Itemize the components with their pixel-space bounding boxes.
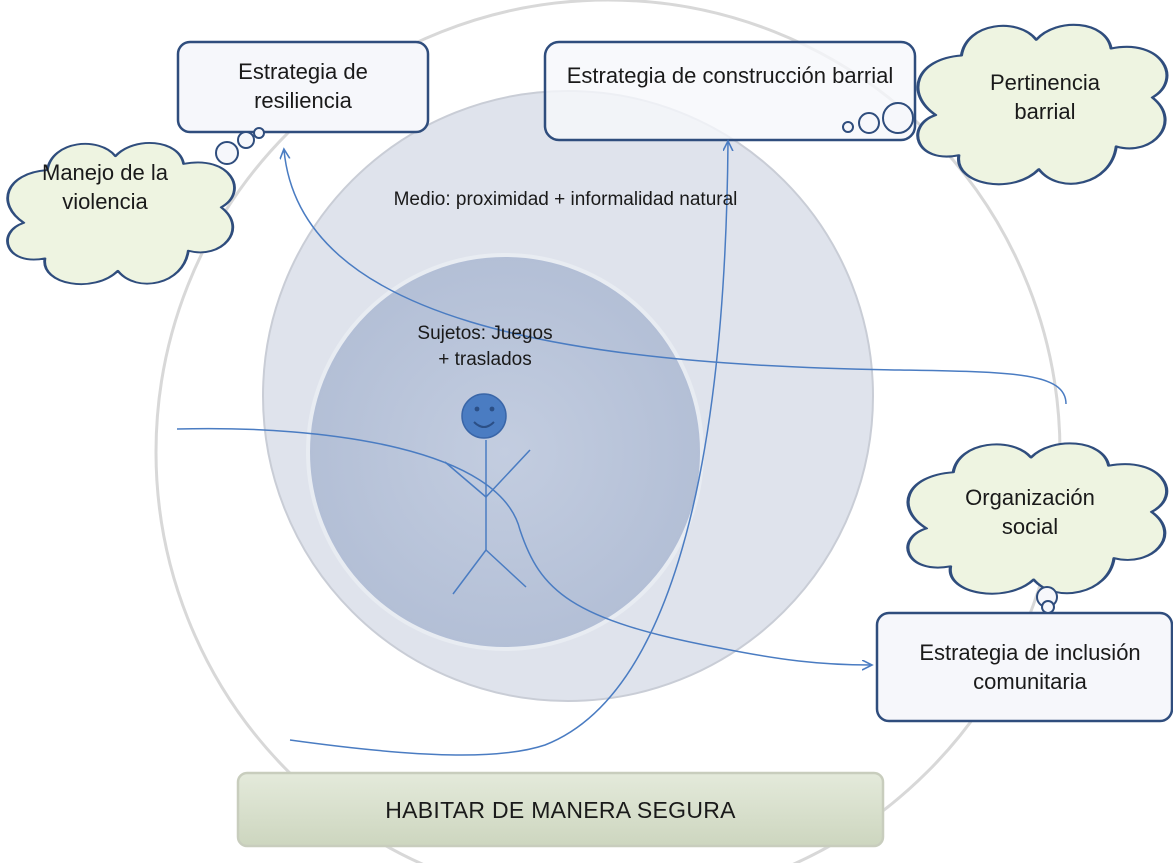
arrow-icon (176, 427, 871, 665)
label-pertinencia-barrial: Pertinencia barrial (989, 70, 1101, 125)
arrow-icon (289, 142, 728, 756)
box-estrategia-resiliencia (176, 40, 430, 134)
label-organizacion-social: Organización social (965, 485, 1095, 540)
box-estrategia-inclusion (875, 611, 1173, 723)
base-banner-label: HABITAR DE MANERA SEGURA (385, 797, 736, 823)
thought-bubble-icon (842, 102, 914, 134)
inner-ring (306, 253, 704, 651)
label-estrategia-resiliencia: Estrategia de resiliencia (238, 59, 368, 114)
label-medio: Medio: proximidad + informalidad natural (393, 189, 738, 210)
thought-bubble-icon (1036, 586, 1058, 614)
thought-bubble-icon (215, 127, 265, 165)
smiley-figure-icon (444, 393, 531, 595)
label-sujetos: Sujetos: Juegos + traslados (417, 323, 553, 371)
label-estrategia-inclusion: Estrategia de inclusión comunitaria (919, 640, 1141, 695)
arrow-icon (284, 150, 1067, 405)
base-banner (236, 771, 885, 848)
label-manejo-violencia: Manejo de la violencia (42, 160, 168, 215)
label-estrategia-construccion: Estrategia de construcción barrial (566, 63, 894, 88)
